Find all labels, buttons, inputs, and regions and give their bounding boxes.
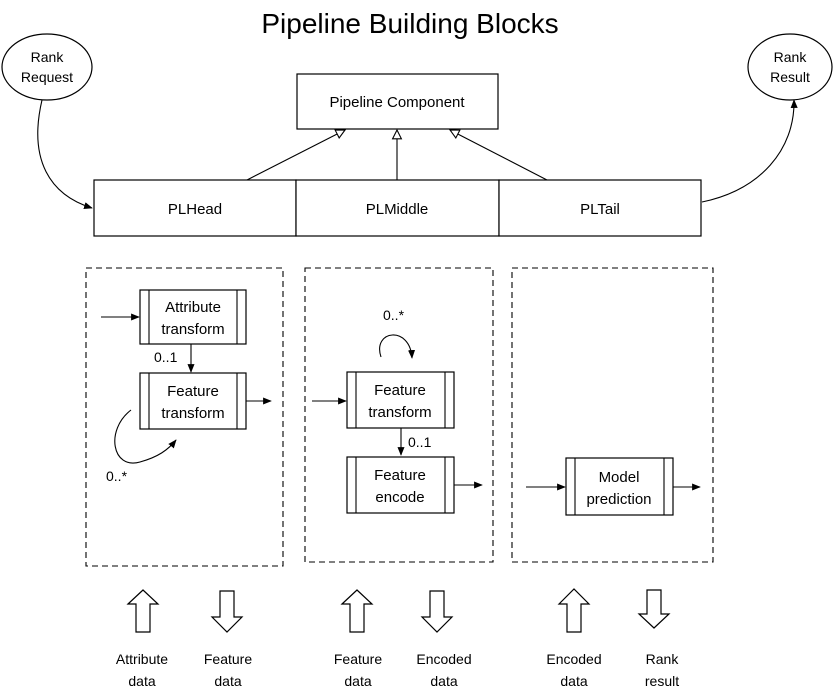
tail-output-label-line2: result bbox=[645, 673, 679, 689]
feature-encode-line2: encode bbox=[375, 489, 424, 506]
tail-block-container bbox=[511, 267, 714, 563]
plhead-label: PLHead bbox=[168, 201, 222, 218]
head-feature-transform-node: Feature transform bbox=[139, 372, 247, 430]
plmiddle-node: PLMiddle bbox=[295, 179, 500, 237]
tail-input-label-line1: Encoded bbox=[546, 651, 601, 667]
head-mult-one: 0..1 bbox=[154, 349, 178, 365]
rank-result-label-line1: Rank bbox=[774, 49, 808, 65]
middle-feature-transform-node: Feature transform bbox=[346, 371, 455, 429]
model-prediction-line2: prediction bbox=[586, 491, 651, 508]
model-prediction-node: Model prediction bbox=[565, 457, 674, 516]
request-to-head-arrow bbox=[37, 99, 93, 210]
plhead-node: PLHead bbox=[93, 179, 297, 237]
inherit-arrow-head bbox=[246, 130, 345, 181]
head-input-up-arrow-icon bbox=[126, 589, 160, 633]
tail-input-label-line2: data bbox=[560, 673, 587, 689]
pltail-label: PLTail bbox=[580, 201, 620, 218]
middle-input-up-arrow-icon bbox=[340, 589, 374, 633]
pltail-node: PLTail bbox=[498, 179, 702, 237]
middle-block-container bbox=[304, 267, 494, 563]
tail-output-down-arrow-icon bbox=[637, 589, 671, 629]
head-input-label-line2: data bbox=[128, 673, 155, 689]
tail-to-result-arrow bbox=[701, 99, 798, 203]
inherit-arrow-tail bbox=[450, 130, 548, 181]
middle-feature-transform-line2: transform bbox=[368, 404, 431, 421]
middle-feature-loop-arrow bbox=[379, 334, 416, 359]
head-output-down-arrow-icon bbox=[210, 590, 244, 633]
pipeline-component-label: Pipeline Component bbox=[329, 94, 465, 111]
pipeline-component-node: Pipeline Component bbox=[296, 73, 499, 130]
diagram-title: Pipeline Building Blocks bbox=[261, 8, 558, 39]
head-output-label-line1: Feature bbox=[204, 651, 252, 667]
head-input-label-line1: Attribute bbox=[116, 651, 168, 667]
head-feature-transform-line2: transform bbox=[161, 405, 224, 422]
middle-output-label-line1: Encoded bbox=[416, 651, 471, 667]
head-feature-loop-arrow bbox=[114, 409, 177, 464]
rank-request-label-line2: Request bbox=[21, 69, 73, 85]
head-block-container bbox=[85, 267, 284, 567]
head-output-label-line2: data bbox=[214, 673, 241, 689]
middle-output-label-line2: data bbox=[430, 673, 457, 689]
rank-request-label-line1: Rank bbox=[31, 49, 65, 65]
middle-feature-transform-line1: Feature bbox=[374, 382, 426, 399]
tail-output-label-line1: Rank bbox=[646, 651, 680, 667]
middle-input-label-line1: Feature bbox=[334, 651, 382, 667]
middle-input-label-line2: data bbox=[344, 673, 371, 689]
feature-encode-line1: Feature bbox=[374, 467, 426, 484]
head-feature-transform-line1: Feature bbox=[167, 383, 219, 400]
rank-result-label-line2: Result bbox=[770, 69, 810, 85]
rank-result-node: Rank Result bbox=[747, 33, 833, 101]
middle-mult-one: 0..1 bbox=[408, 434, 432, 450]
rank-request-node: Rank Request bbox=[1, 33, 93, 101]
plmiddle-label: PLMiddle bbox=[366, 201, 429, 218]
middle-output-down-arrow-icon bbox=[420, 590, 454, 633]
attribute-transform-line1: Attribute bbox=[165, 299, 221, 316]
feature-encode-node: Feature encode bbox=[346, 456, 455, 514]
head-mult-many: 0..* bbox=[106, 468, 128, 484]
attribute-transform-node: Attribute transform bbox=[139, 289, 247, 345]
middle-mult-many: 0..* bbox=[383, 307, 405, 323]
attribute-transform-line2: transform bbox=[161, 321, 224, 338]
model-prediction-line1: Model bbox=[599, 469, 640, 486]
tail-input-up-arrow-icon bbox=[557, 588, 591, 633]
